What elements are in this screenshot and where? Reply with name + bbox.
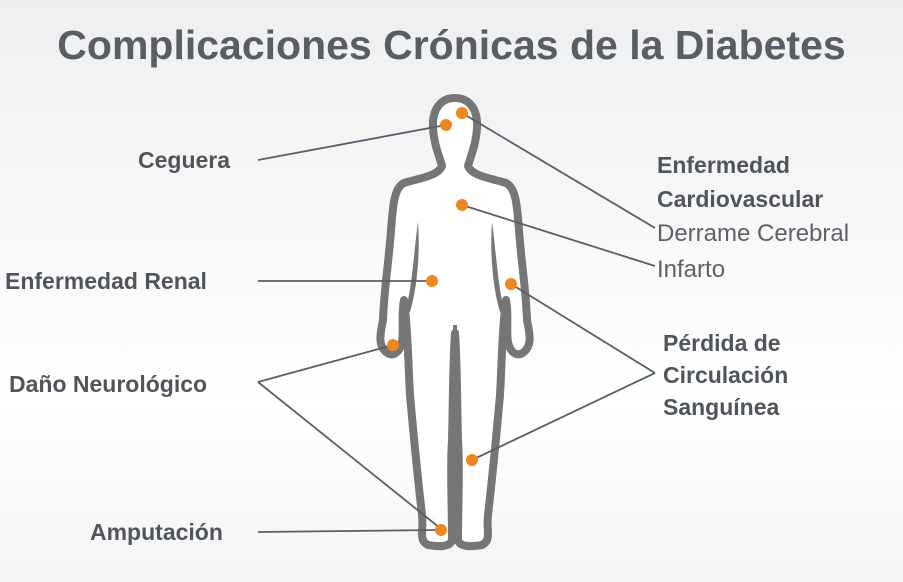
label-neuro: Daño Neurológico (9, 371, 208, 397)
inner-leg-line (452, 325, 458, 540)
dot-arm (505, 278, 517, 290)
diagram-title: Complicaciones Crónicas de la Diabetes (57, 22, 846, 68)
dot-heart (456, 199, 468, 211)
connector-lines (257, 112, 656, 533)
label-infarto: Infarto (657, 256, 726, 283)
line-ceguera (257, 124, 447, 161)
label-derrame: Derrame Cerebral (657, 220, 850, 247)
line-circ-arm (510, 283, 656, 374)
dot-foot (435, 524, 447, 536)
line-derrame (461, 112, 656, 229)
dot-eye (440, 119, 452, 131)
line-infarto (461, 204, 656, 267)
label-amputacion: Amputación (90, 519, 223, 545)
label-cardio-1: Enfermedad (657, 152, 790, 178)
inner-arm-right (491, 222, 505, 312)
label-ceguera: Ceguera (138, 147, 231, 173)
dot-hand (387, 339, 399, 351)
dot-kidney (426, 275, 438, 287)
label-cardio-2: Cardiovascular (657, 186, 824, 212)
line-amputacion (257, 529, 441, 533)
label-circ-2: Circulación (663, 362, 789, 388)
line-neuro-foot (257, 381, 441, 529)
line-circ-leg (471, 372, 656, 461)
label-renal: Enfermedad Renal (5, 268, 207, 294)
dot-brain (456, 107, 468, 119)
line-neuro-hand (257, 344, 394, 383)
label-circ-3: Sanguínea (663, 394, 780, 420)
label-circ-1: Pérdida de (663, 330, 781, 356)
inner-arm-left (405, 222, 419, 312)
dot-leg (466, 454, 478, 466)
